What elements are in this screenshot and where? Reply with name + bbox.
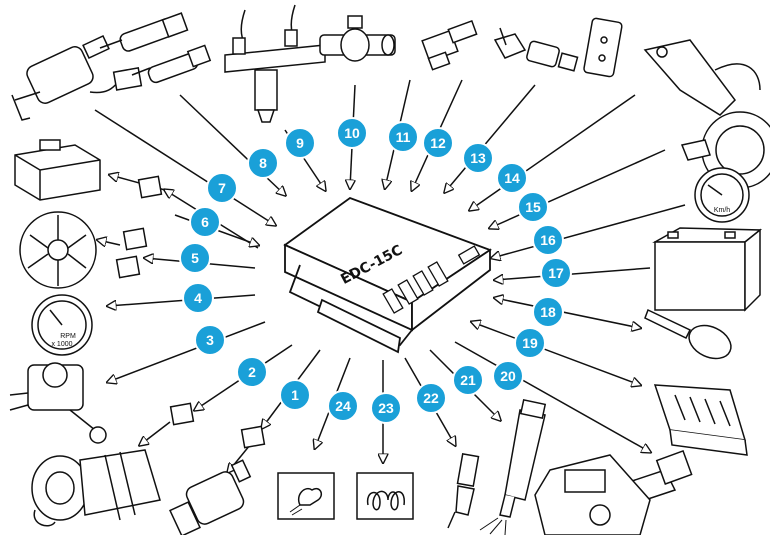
callout-badge-10: 10 [337,118,367,148]
callout-number: 12 [430,135,446,151]
callout-badge-24: 24 [328,391,358,421]
relay-2-icon [171,403,194,424]
callout-badge-6: 6 [190,207,220,237]
callout-number: 18 [540,304,556,320]
callout-number: 16 [540,232,556,248]
callout-badge-16: 16 [533,225,563,255]
accelerator-pedal-sensor-icon [583,18,622,77]
fan-relay-pair-icon [117,228,147,277]
callout-badge-1: 1 [280,380,310,410]
tachometer-scale: x 1000 [51,341,72,348]
callout-badge-17: 17 [541,258,571,288]
relay-6-icon [139,176,162,197]
arrow-14 [470,95,635,210]
callout-number: 11 [396,129,411,145]
callout-badge-8: 8 [248,148,278,178]
battery-icon [655,228,760,310]
callout-badge-19: 19 [515,328,545,358]
cooling-fan-icon [20,212,96,288]
glow-plug-icon [448,454,478,528]
callout-badge-21: 21 [453,365,483,395]
fuel-rail-sensor-icon [225,5,325,122]
callout-badge-9: 9 [285,128,315,158]
arrow-4 [108,295,255,306]
speedometer-unit: Km/h [714,207,730,214]
callout-badge-18: 18 [533,297,563,327]
callout-badge-7: 7 [207,173,237,203]
callout-number: 2 [248,364,256,380]
callout-number: 22 [423,390,439,406]
arrow-20 [455,342,650,452]
callout-number: 7 [218,180,226,196]
callout-number: 1 [291,387,299,403]
speedometer-icon: Km/h [695,168,749,222]
callout-number: 4 [194,290,202,306]
ac-compressor-icon [32,450,160,526]
callout-badge-2: 2 [237,357,267,387]
callout-number: 14 [504,170,520,186]
injector-icon [480,400,545,535]
pedal-bracket-icon [645,40,760,115]
vacuum-modulator-icon [10,363,106,443]
callout-number: 8 [259,155,267,171]
glow-indicator-icon [357,473,413,519]
solenoid-valve-icon [12,36,141,120]
preheating-control-unit-icon [15,140,100,200]
diagnostic-connector-icon [655,385,747,455]
callout-number: 21 [460,372,476,388]
callout-badge-15: 15 [518,192,548,222]
callout-badge-22: 22 [416,383,446,413]
callout-badge-4: 4 [183,283,213,313]
arrow-2b [140,422,170,445]
fuel-filter-warning-icon [278,473,334,519]
injection-pump-icon [535,455,650,535]
callout-number: 24 [335,398,351,414]
tachometer-unit: RPM [60,333,76,340]
callout-number: 19 [522,335,538,351]
immobilizer-key-icon [645,310,736,365]
callout-number: 20 [500,368,516,384]
callout-badge-13: 13 [463,143,493,173]
callout-number: 23 [378,400,394,416]
arrow-18 [495,298,640,328]
callout-badge-11: 11 [388,122,418,152]
ecu-unit: EDC-15C [285,198,490,352]
callout-badge-14: 14 [497,163,527,193]
arrow-5b [98,240,120,245]
callout-badge-12: 12 [423,128,453,158]
fuel-pump-icon [170,460,250,535]
egr-valve-icon [320,16,395,61]
callout-badge-3: 3 [195,325,225,355]
callout-number: 9 [296,135,304,151]
callout-number: 10 [344,125,360,141]
callout-number: 13 [470,150,486,166]
callout-number: 6 [201,214,209,230]
callout-badge-23: 23 [371,393,401,423]
callout-badge-5: 5 [180,243,210,273]
air-temperature-sensor-icon [495,28,578,71]
coolant-temperature-sensor-icon [422,21,476,70]
callout-number: 3 [206,332,214,348]
tachometer-icon: RPM x 1000 [32,295,92,355]
arrow-17 [495,268,650,280]
callout-number: 5 [191,250,199,266]
callout-number: 15 [525,199,541,215]
callout-number: 17 [548,265,564,281]
callout-badge-20: 20 [493,361,523,391]
relay-1-icon [242,426,265,447]
